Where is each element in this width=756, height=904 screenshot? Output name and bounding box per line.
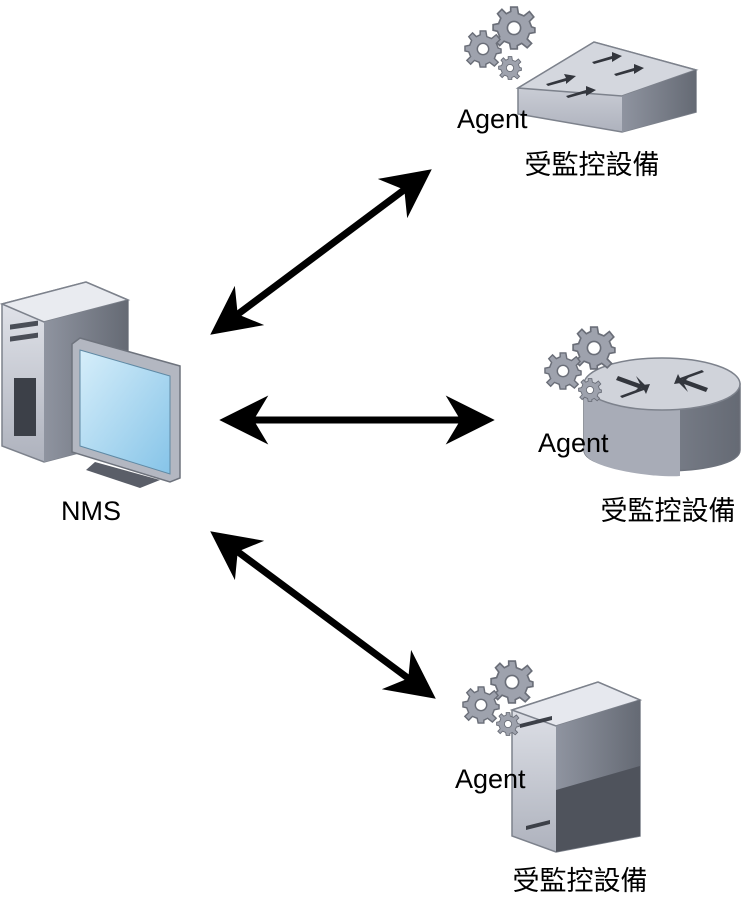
device-caption-1: 受監控設備 (525, 150, 660, 181)
switch-icon (515, 41, 699, 133)
agent-label-1: Agent (457, 104, 528, 134)
link-arrows (210, 169, 495, 699)
nms-label: NMS (61, 496, 121, 526)
router-icon (583, 357, 741, 477)
workstation-icon (0, 281, 181, 488)
gear-icon (464, 6, 536, 80)
device-caption-2: 受監控設備 (601, 496, 736, 527)
arrow-nms-switch (210, 169, 432, 335)
server-icon (509, 681, 643, 853)
agent-label-3: Agent (455, 764, 526, 794)
arrow-nms-server (210, 531, 436, 699)
agent-label-2: Agent (538, 428, 609, 458)
device-caption-3: 受監控設備 (513, 866, 648, 897)
